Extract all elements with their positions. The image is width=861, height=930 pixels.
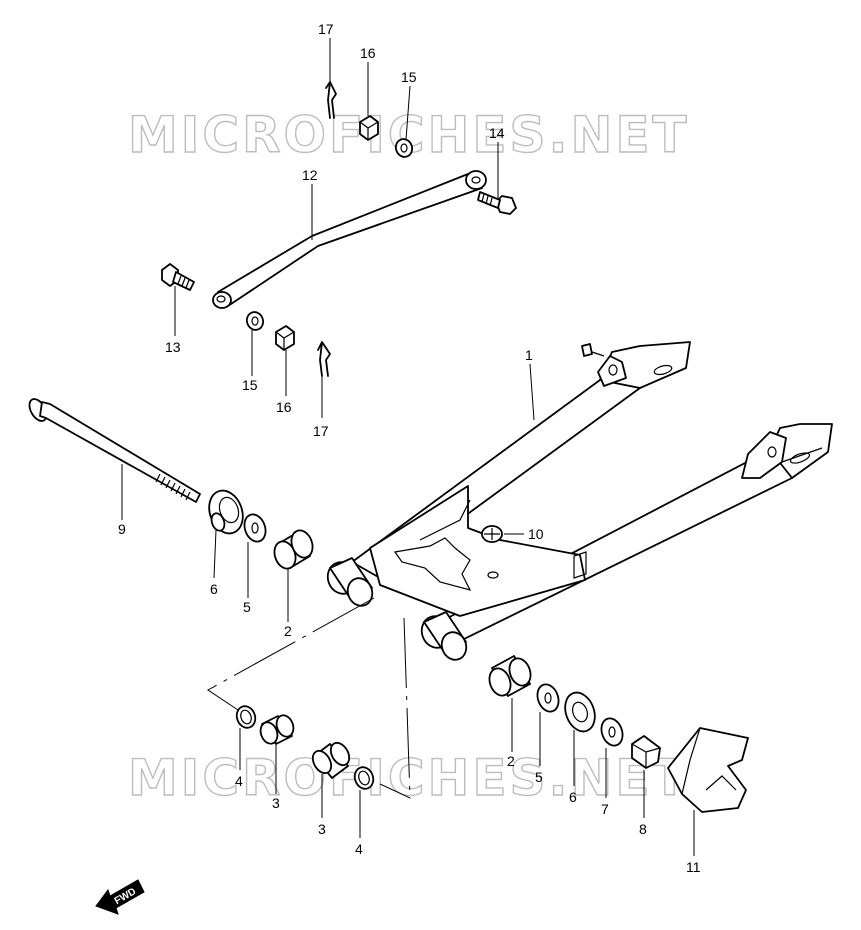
chain-guard-part-11 [667, 727, 749, 813]
label-12: 12 [302, 167, 318, 183]
washer-part-5-left [243, 513, 267, 543]
label-3-middle: 3 [318, 821, 326, 837]
fwd-label: FWD [113, 886, 138, 907]
oring-part-4-left [235, 705, 257, 729]
bolt-part-13 [161, 263, 195, 291]
link-rod-part-12 [212, 170, 487, 309]
label-2-left: 2 [284, 623, 292, 639]
label-5-right: 5 [535, 769, 543, 785]
bolt-part-14 [477, 191, 517, 215]
label-6-left: 6 [210, 581, 218, 597]
label-15-bottom: 15 [242, 377, 258, 393]
needle-bearing-part-3-middle [311, 741, 351, 779]
part-labels: 17 16 15 14 12 13 15 16 17 1 9 6 5 2 10 … [118, 21, 701, 875]
label-3-left: 3 [272, 795, 280, 811]
washer-part-15-top [394, 138, 414, 158]
bushing-part-2-left [273, 529, 314, 570]
label-2-right: 2 [507, 753, 515, 769]
nut-part-16-bottom [275, 325, 295, 351]
cap-part-10 [481, 525, 503, 543]
label-17-bottom: 17 [313, 423, 329, 439]
label-4-right: 4 [355, 841, 363, 857]
label-16-bottom: 16 [276, 399, 292, 415]
bushing-part-2-right [488, 655, 532, 697]
label-11: 11 [686, 859, 701, 875]
dust-seal-part-6-left [208, 489, 244, 535]
assembly-line-right [379, 617, 411, 799]
label-9: 9 [118, 521, 126, 537]
cotter-pin-part-17-bottom [317, 341, 331, 377]
nut-part-16-top [359, 115, 379, 141]
pivot-shaft-part-9 [28, 398, 201, 503]
label-17-top: 17 [318, 21, 334, 37]
dust-seal-part-6-right [564, 691, 596, 733]
label-5-left: 5 [243, 599, 251, 615]
label-15-top: 15 [401, 69, 417, 85]
watermark-bottom: MICROFICHES.NET [128, 749, 690, 807]
label-13: 13 [165, 339, 181, 355]
washer-part-5-right [536, 683, 560, 713]
assembly-line-left [207, 597, 375, 711]
leader-lines [121, 38, 695, 856]
label-4-left: 4 [235, 773, 243, 789]
washer-part-15-bottom [245, 311, 265, 331]
cotter-pin-part-17-top [325, 81, 337, 119]
fwd-arrow-icon: FWD [95, 879, 145, 915]
washer-part-7 [600, 717, 624, 747]
label-1: 1 [525, 347, 533, 363]
label-14: 14 [489, 125, 505, 141]
nut-part-8 [631, 735, 661, 769]
swingarm-part-1 [326, 341, 833, 661]
label-7: 7 [601, 801, 609, 817]
label-10: 10 [528, 526, 544, 542]
label-6-right: 6 [569, 789, 577, 805]
label-16-top: 16 [360, 45, 376, 61]
needle-bearing-part-3-left [259, 714, 295, 745]
label-8: 8 [639, 821, 647, 837]
